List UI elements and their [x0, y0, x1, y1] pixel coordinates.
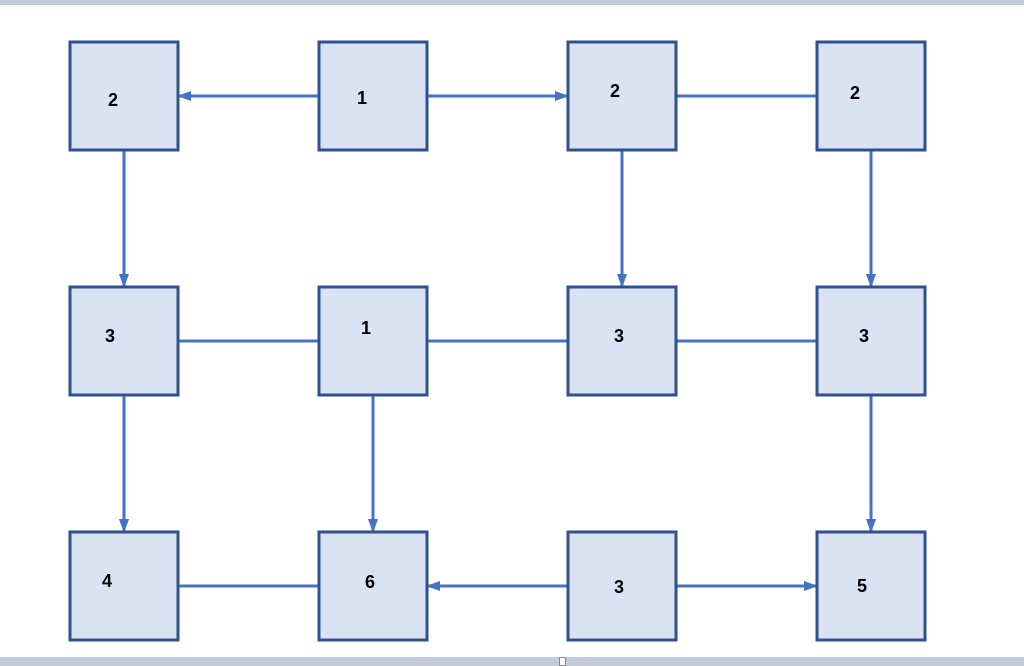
- node-box: [317, 530, 429, 642]
- node-label: 1: [357, 88, 367, 108]
- node-label: 1: [361, 318, 371, 338]
- node-label: 5: [857, 576, 867, 596]
- node-box: [317, 285, 429, 397]
- nodes-layer: 2 1 2 2 3 1 3 3 4 6 3 5: [68, 40, 927, 642]
- node-label: 3: [105, 326, 115, 346]
- edges-layer: [119, 91, 876, 591]
- node-box: [566, 40, 678, 152]
- node-r1c2: 1: [317, 40, 429, 152]
- node-box: [815, 285, 927, 397]
- node-box: [317, 40, 429, 152]
- node-r3c1: 4: [68, 530, 180, 642]
- node-r2c2: 1: [317, 285, 429, 397]
- node-r1c3: 2: [566, 40, 678, 152]
- node-label: 2: [610, 81, 620, 101]
- node-label: 4: [102, 571, 112, 591]
- node-box: [68, 530, 180, 642]
- node-box: [815, 530, 927, 642]
- node-box: [68, 40, 180, 152]
- node-box: [68, 285, 180, 397]
- resize-handle[interactable]: [559, 657, 566, 666]
- node-r2c3: 3: [566, 285, 678, 397]
- node-r2c1: 3: [68, 285, 180, 397]
- node-r2c4: 3: [815, 285, 927, 397]
- node-box: [566, 285, 678, 397]
- node-box: [815, 40, 927, 152]
- node-r1c4: 2: [815, 40, 927, 152]
- node-r3c2: 6: [317, 530, 429, 642]
- node-r3c3: 3: [566, 530, 678, 642]
- node-label: 3: [614, 326, 624, 346]
- node-box: [566, 530, 678, 642]
- node-label: 3: [614, 577, 624, 597]
- top-border: [0, 0, 1024, 5]
- node-r3c4: 5: [815, 530, 927, 642]
- bottom-scrollbar[interactable]: [0, 657, 1024, 666]
- node-label: 2: [850, 83, 860, 103]
- node-label: 6: [365, 572, 375, 592]
- node-r1c1: 2: [68, 40, 180, 152]
- node-label: 2: [108, 90, 118, 110]
- node-label: 3: [859, 326, 869, 346]
